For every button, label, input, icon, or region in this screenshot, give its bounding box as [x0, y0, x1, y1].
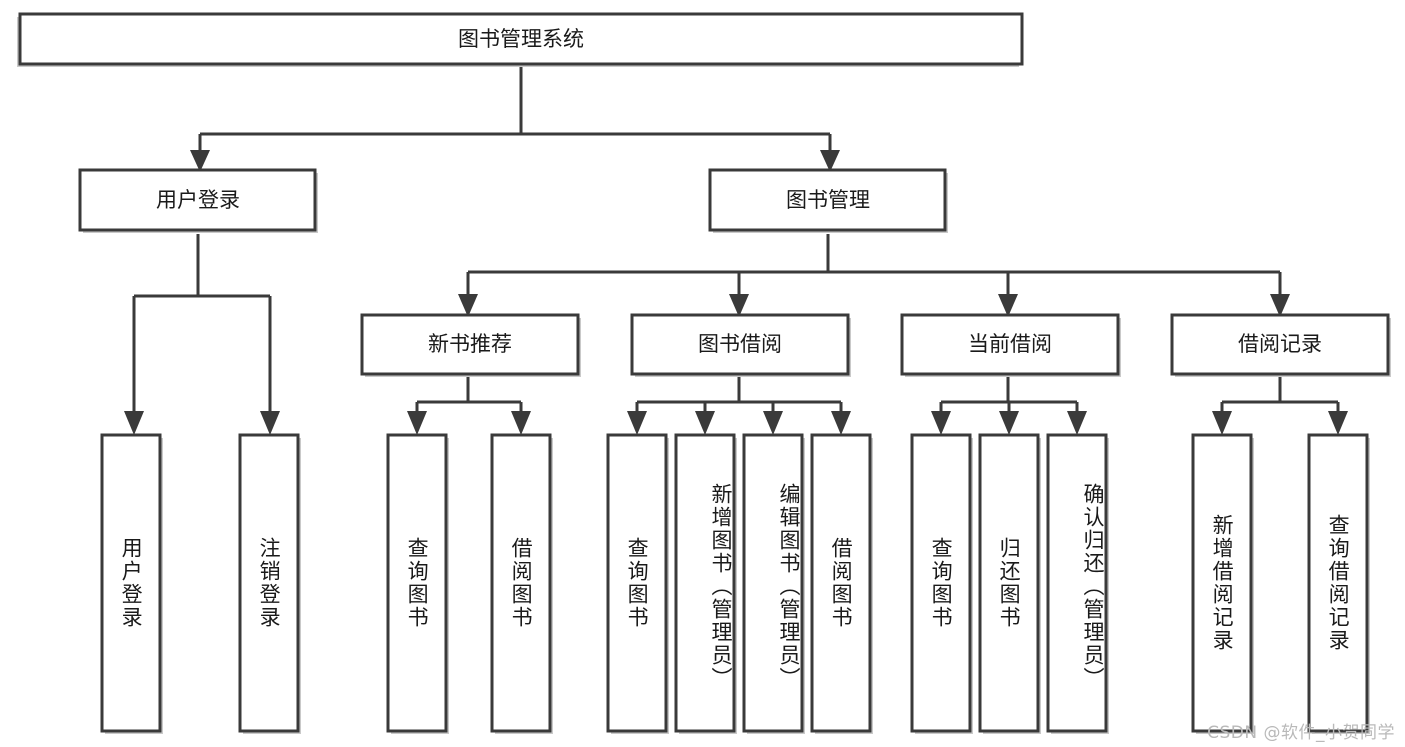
node-book-manage-label: 图书管理	[786, 188, 870, 212]
arrow-icon-manage-bookborrow	[729, 294, 749, 317]
arrow-icon-bookborrow-3	[763, 411, 783, 435]
node-borrow-record-label: 借阅记录	[1238, 332, 1322, 356]
leaf-boxes	[100, 433, 1370, 734]
arrow-icon-borrowrecord-2	[1328, 411, 1348, 435]
arrow-icon-currentborrow-1	[931, 411, 951, 435]
node-root-label: 图书管理系统	[458, 27, 584, 51]
arrow-icon-root-manage	[820, 150, 840, 172]
node-borrow-record[interactable]: 借阅记录	[1170, 313, 1391, 377]
arrow-heads	[124, 150, 1348, 435]
node-current-borrow-label: 当前借阅	[968, 332, 1052, 356]
leaf-node-book-borrow-query[interactable]	[606, 433, 669, 734]
node-user-login-label: 用户登录	[156, 188, 240, 212]
leaf-node-current-borrow-return[interactable]	[978, 433, 1041, 734]
arrow-icon-manage-currentborrow	[998, 294, 1018, 317]
leaf-node-borrow-record-query[interactable]	[1307, 433, 1370, 734]
node-new-book[interactable]: 新书推荐	[360, 313, 581, 377]
leaf-node-current-borrow-confirm[interactable]	[1046, 433, 1109, 734]
node-book-manage[interactable]: 图书管理	[708, 168, 948, 233]
arrow-icon-currentborrow-3	[1067, 411, 1087, 435]
arrow-icon-root-user	[190, 150, 210, 172]
leaf-node-book-borrow-add[interactable]	[674, 433, 737, 734]
leaf-node-new-book-borrow[interactable]	[490, 433, 553, 734]
leaf-node-book-borrow-edit[interactable]	[742, 433, 805, 734]
node-book-borrow[interactable]: 图书借阅	[630, 313, 851, 377]
arrow-icon-newbook-1	[407, 411, 427, 435]
leaf-node-borrow-record-add[interactable]	[1191, 433, 1254, 734]
arrow-icon-userlogin-2	[260, 411, 280, 435]
leaf-node-current-borrow-query[interactable]	[910, 433, 973, 734]
arrow-icon-bookborrow-4	[831, 411, 851, 435]
node-root[interactable]: 图书管理系统	[17, 12, 1024, 67]
arrow-icon-borrowrecord-1	[1212, 411, 1232, 435]
arrow-icon-bookborrow-1	[627, 411, 647, 435]
leaf-node-user-login-login[interactable]	[100, 433, 163, 734]
arrow-icon-newbook-2	[511, 411, 531, 435]
leaf-node-user-login-logout[interactable]	[238, 433, 301, 734]
leaf-node-new-book-query[interactable]	[386, 433, 449, 734]
arrow-icon-manage-newbook	[458, 294, 478, 317]
arrow-icon-bookborrow-2	[695, 411, 715, 435]
watermark-text: CSDN @软件_小贺同学	[1207, 723, 1395, 743]
arrow-icon-userlogin-1	[124, 411, 144, 435]
node-current-borrow[interactable]: 当前借阅	[900, 313, 1121, 377]
node-book-borrow-label: 图书借阅	[698, 332, 782, 356]
arrow-icon-currentborrow-2	[999, 411, 1019, 435]
node-user-login[interactable]: 用户登录	[78, 168, 318, 233]
node-new-book-label: 新书推荐	[428, 332, 512, 356]
leaf-node-book-borrow-lend[interactable]	[810, 433, 873, 734]
arrow-icon-manage-borrowrecord	[1270, 294, 1290, 317]
